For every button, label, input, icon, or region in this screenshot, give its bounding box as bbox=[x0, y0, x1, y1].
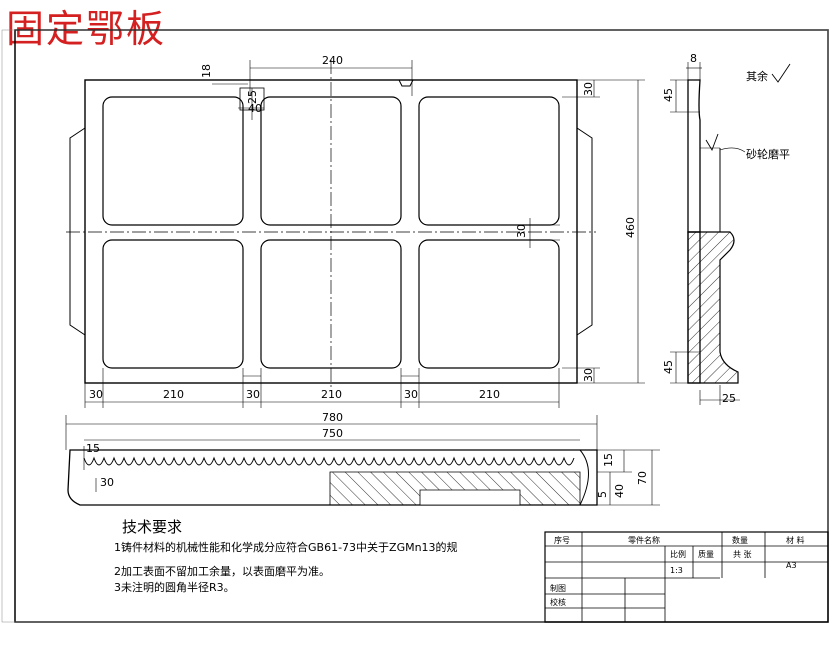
dim-30-sec: 30 bbox=[100, 476, 114, 489]
dim-240: 240 bbox=[322, 54, 343, 67]
right-tab bbox=[576, 127, 593, 336]
tb-qty: 数量 bbox=[732, 535, 748, 545]
dim-bottom-6: 210 bbox=[479, 388, 500, 401]
tb-seq: 序号 bbox=[554, 535, 570, 545]
pocket-6 bbox=[418, 239, 560, 369]
note-grind: 砂轮磨平 bbox=[746, 147, 790, 161]
title-block bbox=[544, 531, 829, 623]
dim-30-bot: 30 bbox=[582, 368, 595, 382]
dim-total: 780 bbox=[322, 411, 343, 424]
plate-outline bbox=[84, 79, 578, 384]
sheet-outer-frame bbox=[1, 29, 829, 623]
tech-line-3: 3未注明的圆角半径R3。 bbox=[114, 580, 235, 594]
dim-bottom-3: 30 bbox=[246, 388, 260, 401]
dim-25-side: 25 bbox=[722, 392, 736, 405]
tb-drawn: 制图 bbox=[550, 583, 566, 593]
side-section-hatch bbox=[687, 231, 739, 384]
tech-line-2: 2加工表面不留加工余量，以表面磨平为准。 bbox=[114, 564, 330, 578]
tb-scale-label: 比例 bbox=[670, 549, 686, 559]
tb-checked: 校核 bbox=[550, 597, 566, 607]
dim-15-left: 15 bbox=[86, 442, 100, 455]
dim-30-mid: 30 bbox=[515, 224, 528, 238]
dim-bottom-2: 210 bbox=[163, 388, 184, 401]
tb-part-name: 零件名称 bbox=[628, 535, 660, 545]
side-view: 8 45 45 25 其余 砂轮磨平 bbox=[662, 52, 791, 405]
dim-bottom-4: 210 bbox=[321, 388, 342, 401]
tech-line-1: 1铸件材料的机械性能和化学成分应符合GB61-73中关于ZGMn13的规 bbox=[114, 540, 458, 554]
front-view: 240 18 25 40 460 30 30 30 bbox=[66, 54, 645, 408]
tooth-profile bbox=[83, 456, 575, 466]
dim-45-bot: 45 bbox=[662, 360, 675, 374]
dim-bottom-5: 30 bbox=[404, 388, 418, 401]
dim-40-sec: 40 bbox=[613, 484, 626, 498]
side-upper-outline bbox=[687, 79, 701, 233]
tech-notes: 技术要求 1铸件材料的机械性能和化学成分应符合GB61-73中关于ZGMn13的… bbox=[114, 518, 458, 594]
dim-25: 25 bbox=[246, 90, 259, 104]
dim-30-top: 30 bbox=[582, 82, 595, 96]
dim-460: 460 bbox=[624, 217, 637, 238]
roughness-symbol bbox=[771, 63, 791, 83]
drawing-title: 固定鄂板 bbox=[6, 7, 167, 51]
dim-bottom-1: 30 bbox=[89, 388, 103, 401]
top-notch bbox=[398, 79, 414, 87]
note-rest: 其余 bbox=[746, 69, 768, 83]
left-tab bbox=[69, 127, 86, 336]
pocket-3 bbox=[418, 96, 560, 226]
dim-45-top: 45 bbox=[662, 88, 675, 102]
tb-material: 材 料 bbox=[786, 535, 805, 545]
dim-750: 750 bbox=[322, 427, 343, 440]
tech-heading: 技术要求 bbox=[122, 518, 182, 536]
dim-5: 5 bbox=[596, 491, 609, 498]
tb-scale-value: 1:3 bbox=[670, 566, 683, 575]
dim-18: 18 bbox=[200, 64, 213, 78]
pocket-1 bbox=[102, 96, 244, 226]
tb-weight-label: 质量 bbox=[698, 549, 714, 559]
dim-15-right: 15 bbox=[602, 453, 615, 467]
pocket-4 bbox=[102, 239, 244, 369]
dim-8: 8 bbox=[690, 52, 697, 65]
dim-40: 40 bbox=[248, 102, 262, 115]
dim-70: 70 bbox=[636, 471, 649, 485]
tb-sheet-size: A3 bbox=[786, 561, 797, 570]
tb-total-label: 共 张 bbox=[733, 550, 752, 559]
section-view: 780 750 15 30 70 15 40 5 bbox=[65, 411, 660, 506]
